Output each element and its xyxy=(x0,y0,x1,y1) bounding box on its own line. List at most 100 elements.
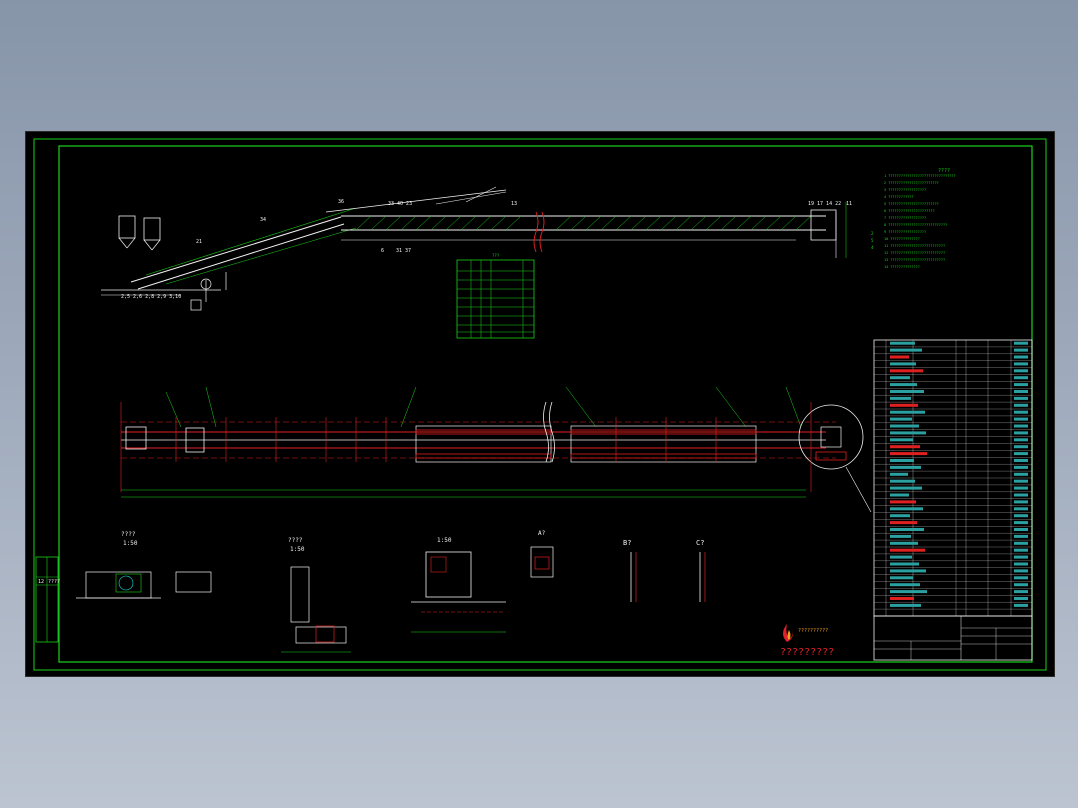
parts-row-entry xyxy=(890,348,922,352)
parts-row-entry xyxy=(1014,369,1028,373)
parts-row-entry xyxy=(1014,493,1028,497)
parts-row-entry xyxy=(1014,576,1028,580)
svg-text:6: 6 xyxy=(381,248,384,254)
parts-row-entry xyxy=(1014,528,1028,531)
parts-row-entry xyxy=(890,431,926,435)
svg-text:A?: A? xyxy=(538,530,546,537)
parts-row-entry xyxy=(890,569,926,573)
parts-row-entry xyxy=(890,355,909,359)
svg-text:C?: C? xyxy=(696,539,704,547)
parts-list-table xyxy=(873,339,1033,617)
parts-row-entry xyxy=(890,362,916,366)
parts-row-entry xyxy=(1014,486,1028,490)
parts-row-entry xyxy=(1014,341,1028,345)
parts-row-entry xyxy=(1014,465,1028,469)
logo-text: ?????????? xyxy=(798,628,828,634)
svg-text:???: ??? xyxy=(492,253,500,258)
parts-row-entry xyxy=(890,541,918,545)
outer-frame xyxy=(33,138,1047,671)
svg-text:B?: B? xyxy=(623,539,631,547)
parts-row-entry xyxy=(890,390,924,393)
parts-row-entry xyxy=(1014,355,1028,359)
parts-row-entry xyxy=(890,472,908,476)
svg-text:11: 11 xyxy=(846,201,852,207)
svg-text:5: 5 xyxy=(871,238,874,243)
svg-text:36: 36 xyxy=(338,199,344,205)
section-view-a[interactable]: A? xyxy=(530,530,554,578)
parts-row-entry xyxy=(890,341,915,345)
title-block xyxy=(873,615,1033,661)
parts-row-entry xyxy=(890,465,921,469)
parts-row-entry xyxy=(1014,521,1028,525)
svg-text:19 17 14 22: 19 17 14 22 xyxy=(808,201,841,207)
section-view-1[interactable]: ???? 1:50 xyxy=(76,531,212,599)
section-view-b[interactable]: B? xyxy=(623,539,637,602)
parts-row-entry xyxy=(890,459,914,462)
cad-drawing-canvas[interactable]: 12 ???? xyxy=(26,132,1054,676)
parts-row-entry xyxy=(1014,500,1028,504)
svg-text:2: 2 xyxy=(871,231,874,236)
parts-row-entry xyxy=(1014,424,1028,428)
section-view-c[interactable]: C? xyxy=(696,539,706,602)
svg-text:????: ???? xyxy=(121,531,136,538)
section-view-3[interactable]: 1:50 xyxy=(411,537,506,633)
svg-text:1:50: 1:50 xyxy=(437,537,452,544)
parts-row-entry xyxy=(1014,507,1028,511)
svg-text:1:50: 1:50 xyxy=(290,546,305,553)
company-logo: ?????????? ????????? xyxy=(780,624,834,658)
cad-drawing-sheet[interactable]: 12 ???? xyxy=(25,131,1055,677)
parts-row-entry xyxy=(1014,417,1028,421)
parts-row-entry xyxy=(890,376,910,380)
parameter-table: ??? xyxy=(456,253,535,339)
parts-row-entry xyxy=(1014,438,1028,442)
svg-text:8 ???????????????????????????: 8 ???????????????????????????? xyxy=(884,223,947,227)
parts-row-entry xyxy=(1014,548,1028,552)
logo-text-large: ????????? xyxy=(780,647,834,658)
parts-row-entry xyxy=(1014,383,1028,387)
svg-text:34: 34 xyxy=(260,217,266,223)
svg-text:11 ??????????????????????????: 11 ?????????????????????????? xyxy=(884,244,945,248)
svg-text:10 ??????????????: 10 ?????????????? xyxy=(884,237,920,241)
svg-text:2 ????????????????????????: 2 ???????????????????????? xyxy=(884,181,939,185)
svg-text:13: 13 xyxy=(511,201,517,207)
parts-row-entry xyxy=(1014,403,1028,407)
parts-row-entry xyxy=(890,417,912,421)
parts-row-entry xyxy=(1014,569,1028,573)
parts-row-entry xyxy=(890,500,916,504)
svg-text:21: 21 xyxy=(196,239,202,245)
parts-row-entry xyxy=(1014,541,1028,545)
flame-logo-icon xyxy=(783,624,793,642)
parts-row-entry xyxy=(1014,459,1028,462)
parts-row-entry xyxy=(1014,431,1028,435)
parts-row-entry xyxy=(890,424,919,428)
side-table-cell-2: ???? xyxy=(48,579,60,585)
svg-text:14 ??????????????: 14 ?????????????? xyxy=(884,265,920,269)
section-view-2[interactable]: ???? 1:50 xyxy=(281,537,351,653)
parts-row-entry xyxy=(890,521,917,525)
conveyor-plan-view[interactable] xyxy=(120,386,872,513)
parts-row-entry xyxy=(1014,445,1028,449)
svg-text:????: ???? xyxy=(938,168,950,174)
parts-row-entry xyxy=(890,603,921,607)
parts-row-entry xyxy=(890,403,918,407)
parts-row-entry xyxy=(1014,479,1028,483)
svg-text:5 ????????????????????????: 5 ???????????????????????? xyxy=(884,202,939,206)
parts-row-entry xyxy=(1014,534,1028,538)
parts-row-entry xyxy=(890,534,911,538)
svg-text:31 37: 31 37 xyxy=(396,248,411,254)
left-side-table: 12 ???? xyxy=(35,556,60,643)
parts-row-entry xyxy=(890,383,917,387)
parts-row-entry xyxy=(890,548,925,552)
parts-row-entry xyxy=(890,555,912,559)
parts-row-entry xyxy=(1014,410,1028,414)
parts-row-entry xyxy=(1014,590,1028,594)
parts-row-entry xyxy=(1014,514,1028,518)
side-table-cell-1: 12 xyxy=(38,579,44,585)
parts-row-entry xyxy=(890,576,913,580)
parts-row-entry xyxy=(1014,396,1028,400)
svg-text:6 ??????????????????????: 6 ?????????????????????? xyxy=(884,209,935,213)
svg-text:33 40 23: 33 40 23 xyxy=(388,201,412,207)
parts-row-entry xyxy=(1014,472,1028,476)
parts-row-entry xyxy=(1014,390,1028,393)
